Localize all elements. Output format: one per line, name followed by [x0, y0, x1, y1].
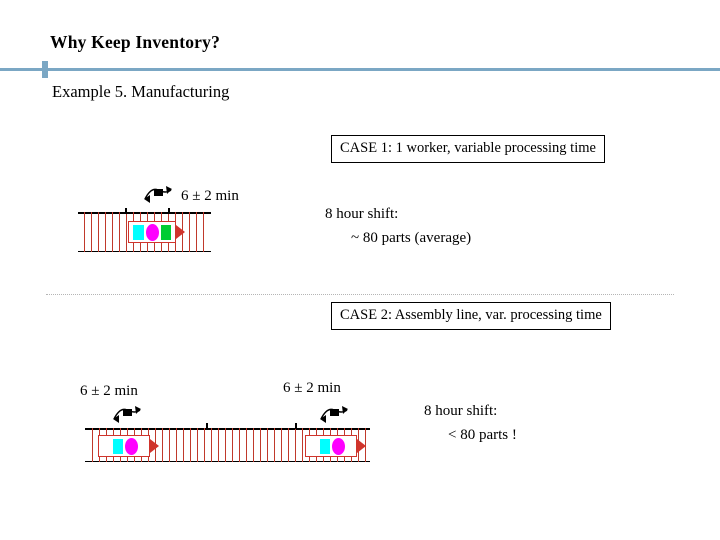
machine-chip-magenta [146, 224, 159, 241]
case1-shift-label: 8 hour shift: [325, 206, 399, 222]
conveyor-rail-top [78, 212, 211, 214]
page-title: Why Keep Inventory? [50, 32, 221, 52]
machine-chip-magenta [332, 438, 345, 455]
case2-processing-time-left: 6 ± 2 min [80, 383, 138, 399]
machine-icon [128, 221, 176, 243]
machine-icon [98, 435, 150, 457]
worker-icon [142, 185, 174, 205]
machine-chip-cyan [113, 439, 123, 454]
worker-icon [111, 405, 143, 425]
machine-icon [305, 435, 357, 457]
machine-chip-cyan [133, 225, 144, 240]
case2-shift-label: 8 hour shift: [424, 403, 498, 419]
case2-output-label: < 80 parts ! [448, 427, 517, 443]
conveyor-rail-bottom [78, 250, 211, 252]
case2-processing-time-mid: 6 ± 2 min [283, 380, 341, 396]
conveyor-rail-bottom [85, 460, 370, 462]
conveyor-rail-top [85, 428, 370, 430]
machine-chip-magenta [125, 438, 138, 455]
subtitle: Example 5. Manufacturing [52, 82, 230, 101]
section-separator [46, 294, 674, 295]
machine-nose-icon [150, 439, 159, 453]
case1-processing-time: 6 ± 2 min [181, 188, 239, 204]
title-divider-tick [42, 61, 48, 78]
machine-nose-icon [176, 225, 185, 239]
machine-chip-cyan [320, 439, 330, 454]
case1-label-box: CASE 1: 1 worker, variable processing ti… [331, 135, 605, 163]
case1-output-label: ~ 80 parts (average) [351, 230, 472, 246]
title-divider [0, 68, 720, 71]
case2-label-box: CASE 2: Assembly line, var. processing t… [331, 302, 611, 330]
machine-chip-green [161, 225, 171, 240]
machine-nose-icon [357, 439, 366, 453]
worker-icon [318, 405, 350, 425]
